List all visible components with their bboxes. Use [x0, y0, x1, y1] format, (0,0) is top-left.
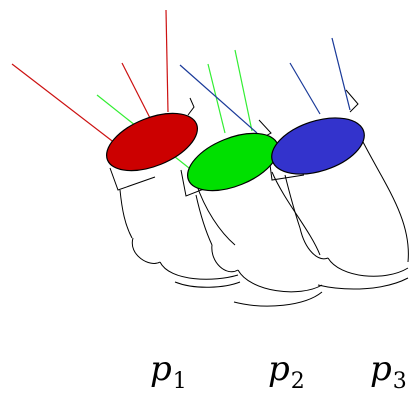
label-p1: p1 [150, 352, 187, 386]
label-p1-base: p [150, 349, 172, 389]
blue-ray-3 [332, 38, 350, 110]
green-ray-2 [208, 64, 225, 133]
red-ray-2 [122, 63, 150, 118]
label-p2-base: p [268, 349, 290, 389]
label-p1-sub: 1 [173, 369, 187, 394]
label-p2: p2 [268, 352, 305, 386]
red-ray-3 [166, 10, 168, 112]
label-p3-base: p [370, 349, 392, 389]
red-ray-1 [12, 64, 120, 147]
label-p3: p3 [370, 352, 407, 386]
label-p2-sub: 2 [291, 369, 305, 394]
label-p3-sub: 3 [393, 369, 407, 394]
blue-lens [265, 107, 372, 184]
blue-ray-2 [290, 63, 320, 114]
green-ray-3 [235, 50, 252, 131]
